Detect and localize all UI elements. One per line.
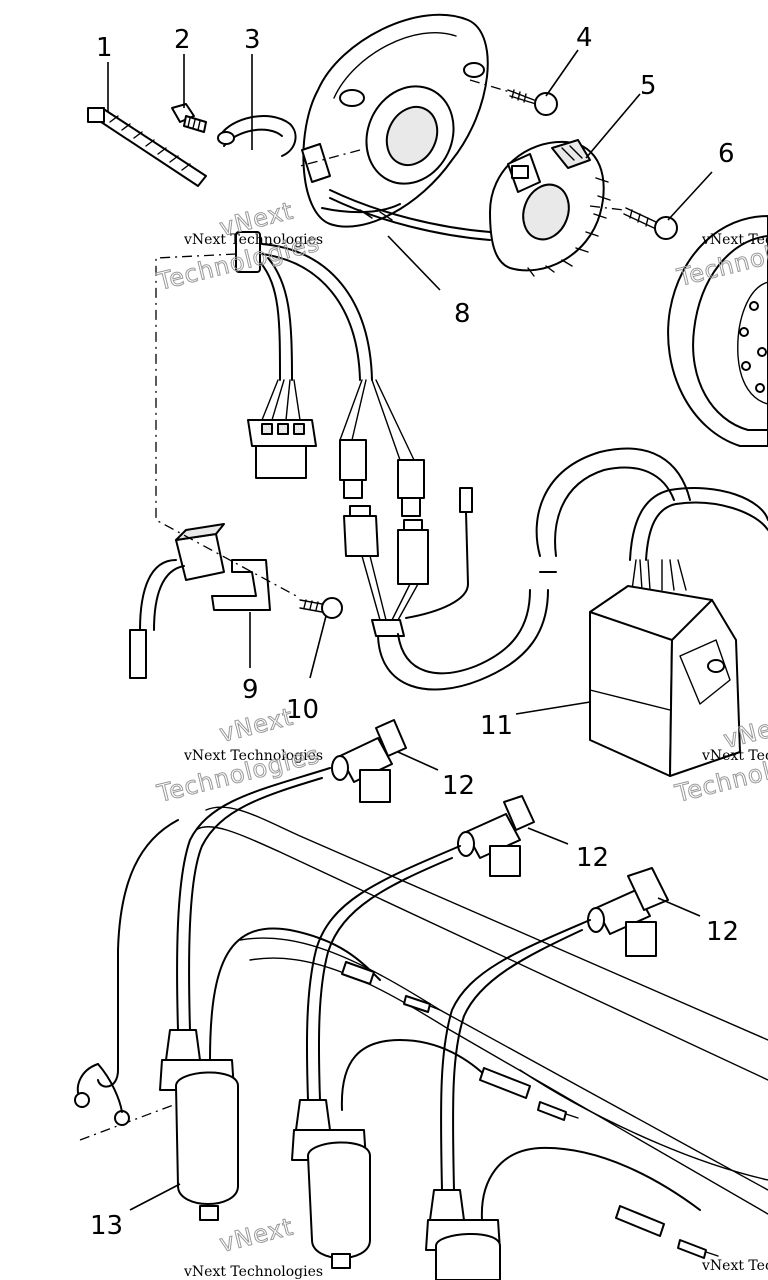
svg-text:vNext Technologies: vNext Technologies	[183, 748, 323, 764]
callout-9: 9	[242, 675, 259, 705]
flywheel	[667, 215, 768, 447]
part-12-spark-plug-caps	[331, 719, 669, 957]
part-4-screw	[507, 89, 558, 116]
callout-3: 3	[244, 25, 261, 55]
part-5-charge-coil	[489, 139, 611, 277]
wire-harness	[235, 231, 691, 691]
callout-1: 1	[96, 33, 113, 63]
callout-5: 5	[640, 71, 657, 101]
callout-8: 8	[454, 299, 471, 329]
engine-cylinder-outline	[195, 806, 768, 1215]
stator-plate	[301, 13, 489, 228]
spark-plugs	[403, 995, 719, 1259]
callout-6: 6	[718, 139, 735, 169]
part-2-screw	[171, 103, 207, 133]
callout-numbers: 1 2 3 4 5 6 8 9 10 11 12 12 12 13	[90, 23, 739, 1241]
plug-cap-1	[331, 719, 407, 803]
svg-text:vNext: vNext	[217, 702, 297, 747]
watermark-1: vNext vNext Technologies Technologies	[153, 196, 323, 297]
callout-11: 11	[480, 711, 513, 741]
callout-13: 13	[90, 1211, 123, 1241]
plug-cap-3	[587, 867, 669, 957]
callout-leaders	[107, 49, 713, 1211]
part-10-screw	[299, 597, 343, 619]
svg-text:vNext Technologies: vNext Technologies	[701, 1258, 768, 1274]
svg-text:vNext Technologies: vNext Technologies	[183, 1264, 323, 1280]
watermark-6: vNext Technologies	[701, 1258, 768, 1274]
part-6-screw	[623, 207, 678, 240]
callout-12-third: 12	[706, 917, 739, 947]
plug-cap-2	[457, 795, 535, 877]
part-11-cdi-box	[589, 487, 768, 777]
callout-2: 2	[174, 25, 191, 55]
callout-4: 4	[576, 23, 593, 53]
part-8-stator-wires	[321, 189, 491, 241]
callout-12-first: 12	[442, 771, 475, 801]
watermark-3: vNext vNext Technologies	[183, 1212, 323, 1280]
part-3-clip	[217, 115, 297, 157]
callout-10: 10	[286, 695, 319, 725]
part-9-bracket	[129, 523, 271, 679]
svg-text:vNext: vNext	[217, 1212, 297, 1257]
svg-text:vNext Technologies: vNext Technologies	[701, 748, 768, 764]
part-13-ignition-coils	[74, 767, 701, 1280]
svg-text:vNext Technologies: vNext Technologies	[183, 232, 323, 248]
callout-12-second: 12	[576, 843, 609, 873]
part-1-cable-tie	[87, 107, 207, 187]
svg-text:vNext Technologies: vNext Technologies	[701, 232, 768, 248]
